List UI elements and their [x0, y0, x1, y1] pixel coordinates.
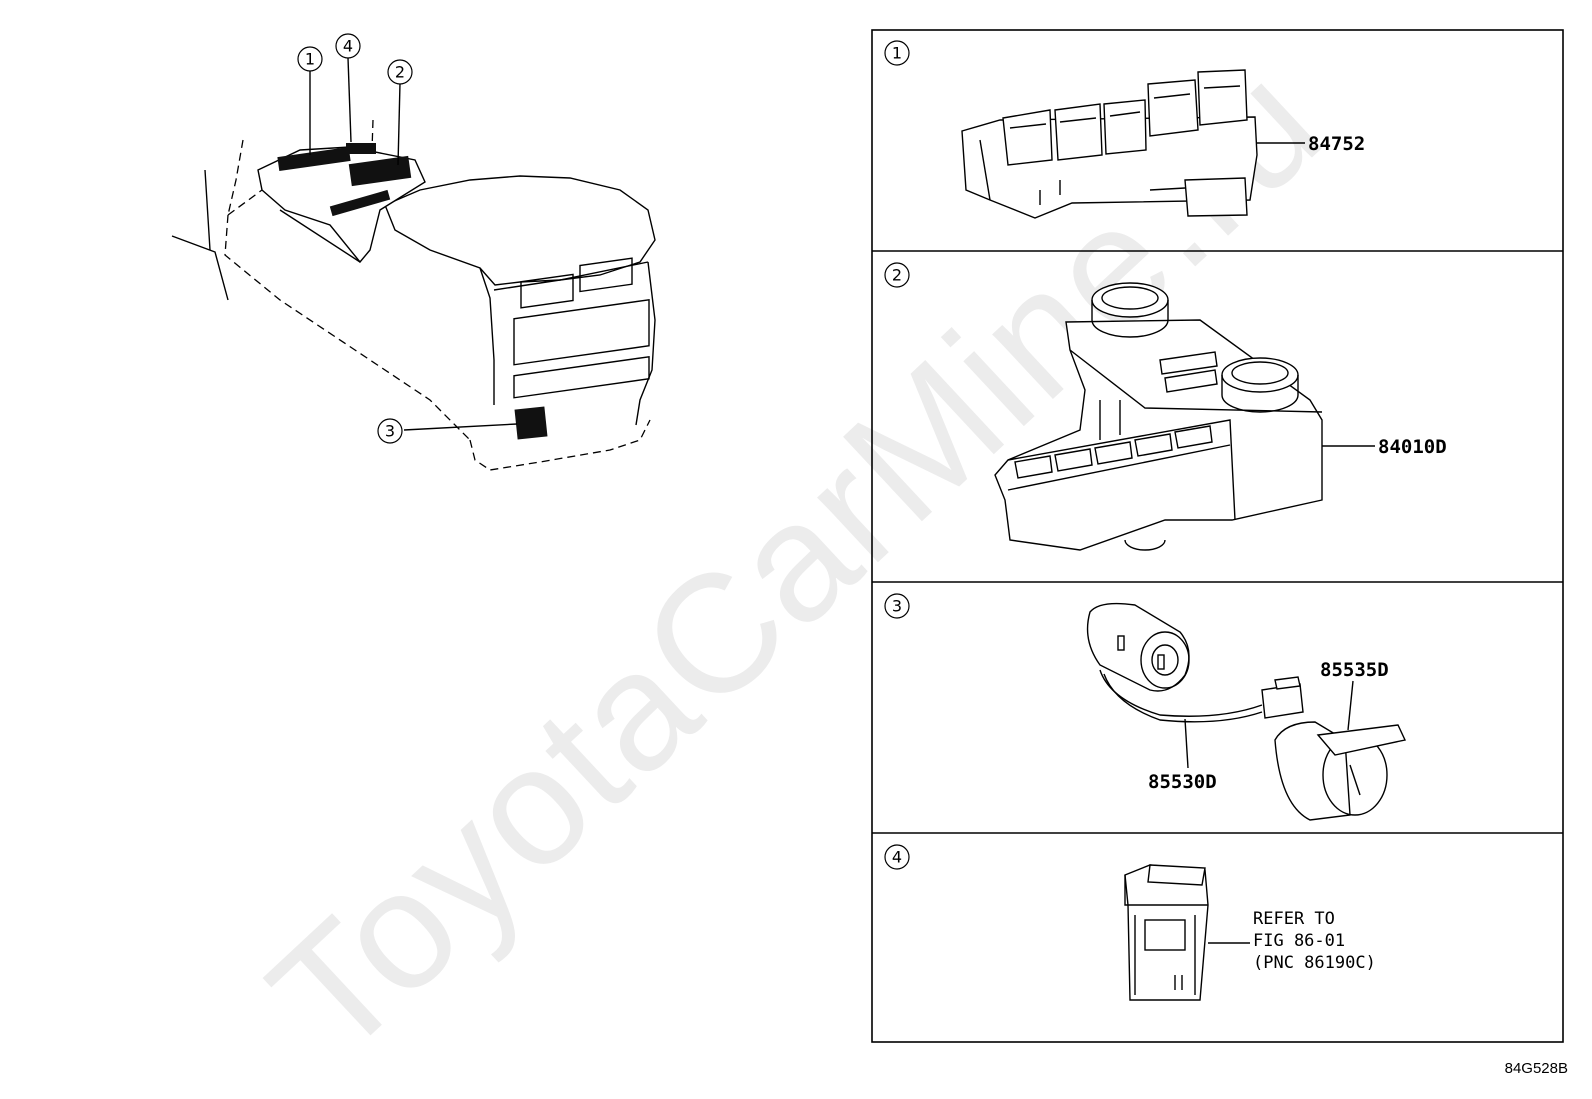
part-number-85535D: 85535D [1320, 659, 1389, 681]
svg-text:2: 2 [892, 266, 902, 285]
refer-line-2: FIG 86-01 [1253, 931, 1345, 951]
part-number-84752: 84752 [1308, 133, 1365, 155]
svg-text:2: 2 [395, 63, 405, 82]
svg-text:1: 1 [892, 44, 902, 63]
parts-panels [871, 29, 1564, 1043]
callout-4: 4 [335, 33, 361, 59]
svg-text:1: 1 [305, 50, 315, 69]
callout-1: 1 [297, 46, 323, 72]
part-number-84010D: 84010D [1378, 436, 1447, 458]
figure-id: 84G528B [1505, 1060, 1568, 1077]
refer-line-1: REFER TO [1253, 909, 1335, 929]
switch-86190C-drawing [1124, 864, 1209, 1001]
panel-2: 2 84010D [884, 262, 1447, 551]
control-panel-84010D-drawing [994, 282, 1323, 551]
switch-assembly-84752-drawing [961, 69, 1258, 219]
rear-console-overview: 1 4 2 3 [171, 33, 656, 471]
part-number-85530D: 85530D [1148, 771, 1217, 793]
callout-3: 3 [377, 418, 403, 444]
svg-text:3: 3 [892, 597, 902, 616]
refer-line-3: (PNC 86190C) [1253, 953, 1376, 973]
svg-text:4: 4 [892, 848, 902, 867]
callout-2: 2 [387, 59, 413, 85]
svg-text:4: 4 [343, 37, 353, 56]
panel-4: 4 REFER TO FIG 86-01 (PNC 86190C) [884, 844, 1376, 1001]
panel-1: 1 84752 [884, 40, 1365, 219]
power-outlet-drawing [1086, 602, 1407, 821]
panel-3: 3 85535D 85530D [884, 593, 1407, 821]
svg-text:3: 3 [385, 422, 395, 441]
